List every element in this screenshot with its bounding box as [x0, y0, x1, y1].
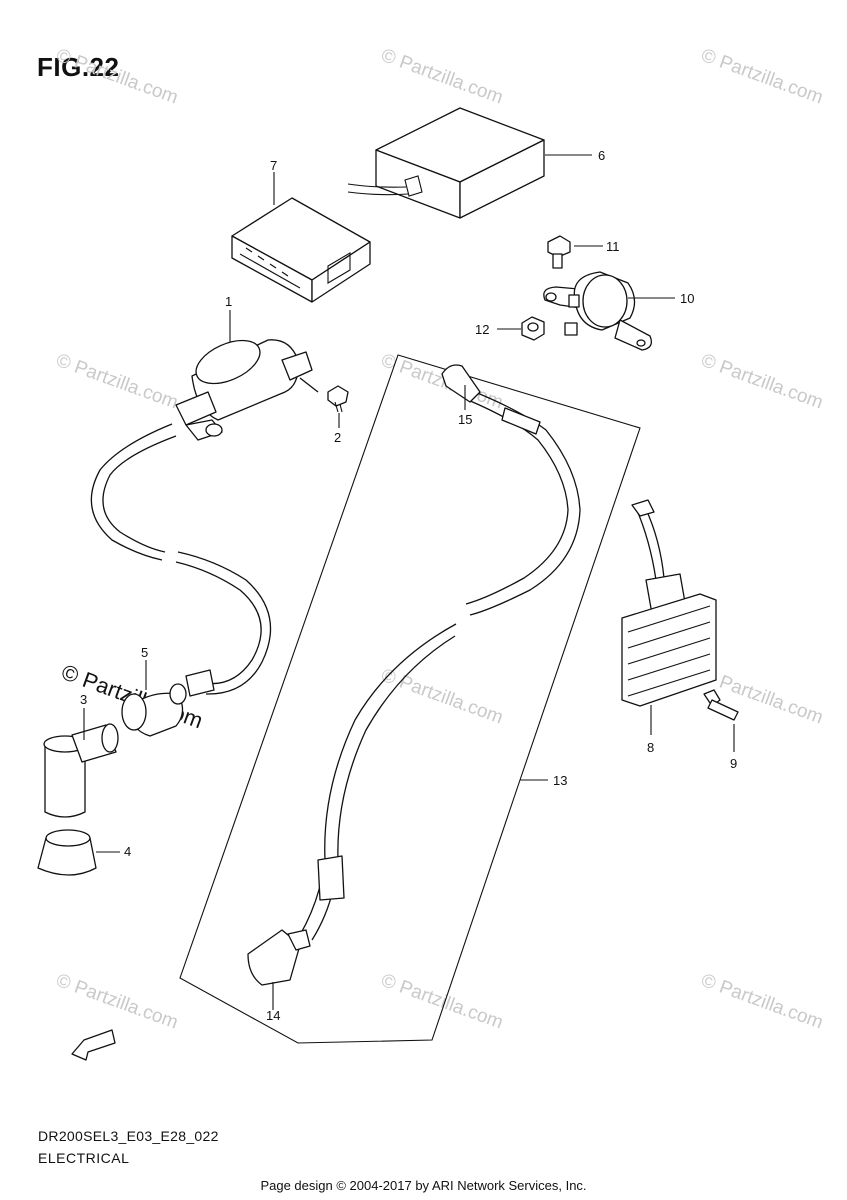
part-6-control-unit[interactable] [347, 107, 592, 219]
high-tension-lead [90, 423, 272, 697]
watermark-text: © Partzilla.com [53, 350, 180, 414]
part-15-terminal[interactable] [441, 364, 481, 410]
part-7-cdi-unit[interactable] [231, 172, 371, 303]
callout-4: 4 [124, 844, 131, 859]
fwd-arrow-icon: FWD [71, 1029, 116, 1061]
part-9-bolt[interactable] [703, 689, 739, 752]
part-4-cover[interactable] [37, 829, 120, 876]
callout-9: 9 [730, 756, 737, 771]
callout-14: 14 [266, 1008, 280, 1023]
watermark-text: © Partzilla.com [53, 970, 180, 1034]
part-1-ignition-coil[interactable] [175, 310, 319, 441]
watermark-text: © Partzilla.com [698, 970, 825, 1034]
part-14-connector[interactable] [247, 929, 311, 1010]
part-2-screw[interactable] [327, 385, 349, 428]
part-8-regulator[interactable] [621, 499, 717, 735]
diagram-code: DR200SEL3_E03_E28_022 [38, 1128, 219, 1144]
part-13-harness-outline [179, 354, 641, 1044]
part-10-starter-relay[interactable] [543, 271, 675, 351]
part-11-bolt[interactable] [547, 235, 603, 269]
callout-10: 10 [680, 291, 694, 306]
callout-11: 11 [606, 239, 620, 254]
watermark-text: © Partzilla.com [53, 45, 180, 109]
footer-copyright: Page design © 2004-2017 by ARI Network S… [260, 1178, 587, 1193]
callout-2: 2 [334, 430, 341, 445]
callout-1: 1 [225, 294, 232, 309]
part-12-nut[interactable] [497, 316, 545, 341]
callout-3: 3 [80, 692, 87, 707]
watermark-text: © Partzilla.com [698, 350, 825, 414]
callout-5: 5 [141, 645, 148, 660]
callout-8: 8 [647, 740, 654, 755]
watermark-text: © Partzilla.com [698, 45, 825, 109]
callout-7: 7 [270, 158, 277, 173]
callout-12: 12 [475, 322, 489, 337]
callout-13: 13 [553, 773, 567, 788]
callout-6: 6 [598, 148, 605, 163]
watermark-text: © Partzilla.com [378, 970, 505, 1034]
part-13-wiring-harness[interactable] [299, 389, 581, 941]
section-label: ELECTRICAL [38, 1150, 130, 1166]
watermark-text: © Partzilla.com [378, 665, 505, 729]
figure-title: FIG.22 [37, 52, 120, 82]
watermark-text: © Partzilla.com [378, 45, 505, 109]
part-5-cap[interactable] [121, 660, 187, 737]
callout-15: 15 [458, 412, 472, 427]
part-3-plug-cap[interactable] [43, 708, 119, 818]
